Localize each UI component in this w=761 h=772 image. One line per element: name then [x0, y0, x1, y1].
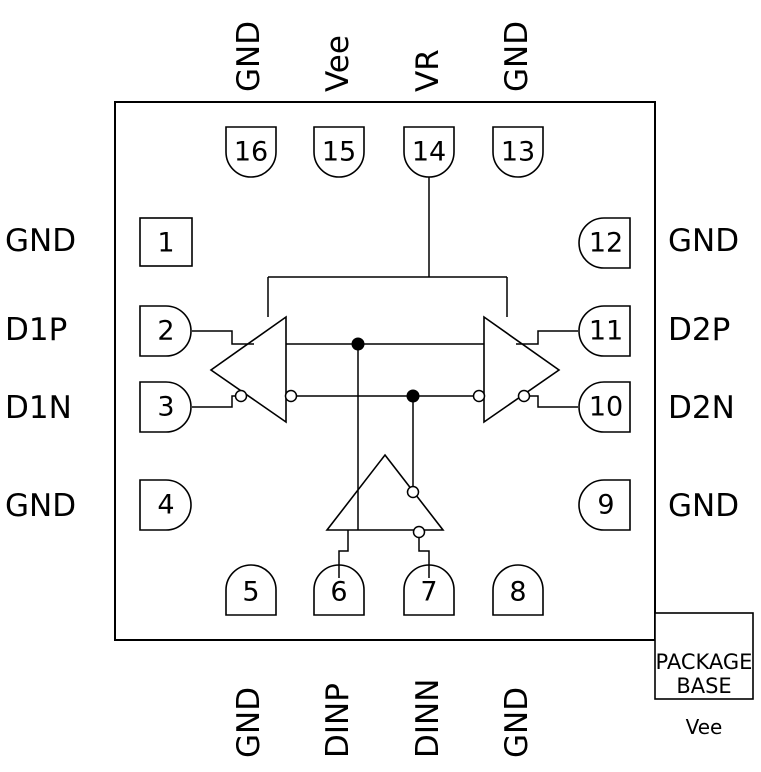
- signal-label-pin8: GND: [499, 687, 535, 758]
- wire-pin6-to-buffer: [338, 530, 349, 578]
- pin-pad-4[interactable]: 4: [139, 479, 192, 531]
- pin-number-16: 16: [234, 137, 268, 168]
- signal-label-pin16: GND: [231, 21, 267, 92]
- pin-number-5: 5: [242, 577, 259, 608]
- pin-pad-14[interactable]: 14: [403, 126, 455, 178]
- pin-pad-5[interactable]: 5: [225, 564, 277, 616]
- signal-label-pin4: GND: [5, 488, 76, 524]
- input-buffer-triangle: [325, 453, 445, 531]
- signal-label-pin14: VR: [410, 49, 446, 92]
- signal-label-pin9: GND: [668, 488, 739, 524]
- package-base-line1: PACKAGE: [656, 650, 753, 674]
- pin-pad-15[interactable]: 15: [313, 126, 365, 178]
- signal-label-pin1: GND: [5, 223, 76, 259]
- inversion-bubble-buffer-input: [412, 525, 426, 539]
- signal-label-pin7: DINN: [410, 679, 446, 758]
- signal-label-pin11: D2P: [668, 312, 730, 348]
- pin-pad-12[interactable]: 12: [578, 217, 631, 269]
- package-base-box: [654, 612, 754, 700]
- signal-label-pin15: Vee: [320, 35, 356, 92]
- pin-pad-16[interactable]: 16: [225, 126, 277, 178]
- junction-dot-upper: [351, 337, 365, 351]
- inversion-bubble-right-output: [517, 389, 531, 403]
- inversion-bubble-left-input: [284, 389, 298, 403]
- pin-number-7: 7: [420, 577, 437, 608]
- pin-number-13: 13: [501, 137, 535, 168]
- pin-pad-9[interactable]: 9: [578, 479, 631, 531]
- signal-label-pin3: D1N: [5, 390, 72, 426]
- pin-pad-2[interactable]: 2: [139, 305, 192, 357]
- pin-number-15: 15: [322, 137, 356, 168]
- signal-label-pin2: D1P: [5, 312, 67, 348]
- signal-label-pin5: GND: [231, 687, 267, 758]
- inversion-bubble-left-output: [234, 389, 248, 403]
- pin-pad-10[interactable]: 10: [578, 381, 631, 433]
- wire-pin11-to-right-driver: [516, 330, 578, 345]
- pin-number-9: 9: [597, 490, 614, 521]
- pin-number-4: 4: [157, 490, 174, 521]
- wire-pin10-to-right-driver: [529, 395, 578, 408]
- pin-number-6: 6: [330, 577, 347, 608]
- signal-label-pin13: GND: [499, 21, 535, 92]
- wire-pin7-to-buffer: [418, 537, 430, 578]
- pin-pad-7[interactable]: 7: [403, 564, 455, 616]
- package-base-line2: BASE: [676, 674, 731, 698]
- pin-number-14: 14: [412, 137, 446, 168]
- signal-label-pin12: GND: [668, 223, 739, 259]
- pin-number-3: 3: [157, 392, 174, 423]
- pin-pad-13[interactable]: 13: [492, 126, 544, 178]
- wire-pin2-to-left-driver: [192, 330, 254, 345]
- junction-dot-lower: [406, 389, 420, 403]
- signal-label-pin6: DINP: [320, 683, 356, 758]
- pin-pad-1[interactable]: 1: [139, 217, 193, 267]
- pin-number-2: 2: [157, 316, 174, 347]
- pin-pad-3[interactable]: 3: [139, 381, 192, 433]
- pin-pad-11[interactable]: 11: [578, 305, 631, 357]
- pin-number-12: 12: [589, 228, 623, 259]
- pin-pad-6[interactable]: 6: [313, 564, 365, 616]
- pin-number-10: 10: [589, 392, 623, 423]
- pin-pad-8[interactable]: 8: [492, 564, 544, 616]
- pin-number-1: 1: [157, 228, 174, 259]
- pin-number-11: 11: [589, 316, 623, 347]
- pin-number-8: 8: [509, 577, 526, 608]
- inversion-bubble-buffer-output: [406, 485, 420, 499]
- inversion-bubble-right-input: [472, 389, 486, 403]
- chip-body-outline: [114, 101, 656, 641]
- package-base-sublabel: Vee: [686, 715, 723, 739]
- signal-label-pin10: D2N: [668, 390, 735, 426]
